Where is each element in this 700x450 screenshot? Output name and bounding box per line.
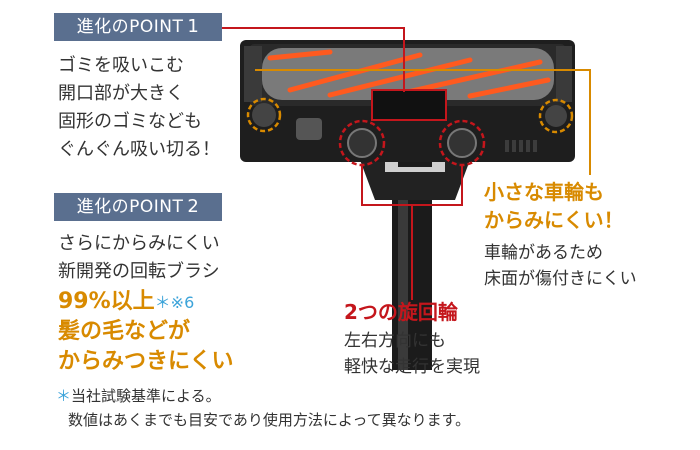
swivel-sub: 軽快な走行を実現: [344, 357, 480, 377]
point1-line: 開口部が大きく: [58, 83, 184, 104]
point2-badge-number: 2: [187, 196, 200, 217]
point1-line: 固形のゴミなども: [58, 111, 202, 132]
point2-line: さらにからみにくい: [58, 233, 220, 254]
small-wheel-right: [545, 105, 567, 127]
small-wheels-title: 小さな車輪も: [484, 180, 604, 204]
point2-badge-label: 進化のPOINT: [76, 197, 184, 217]
footnote: ＊当社試験基準による。 数値はあくまでも目安であり使用方法によって異なります。: [56, 384, 470, 432]
point2-line: 新開発の回転ブラシ: [58, 261, 220, 282]
swivel-sub: 左右方向にも: [344, 331, 446, 351]
suction-opening: [372, 90, 446, 120]
footnote-line2: 数値はあくまでも目安であり使用方法によって異なります。: [68, 411, 471, 429]
swivel-wheel-left: [347, 128, 377, 158]
point2-description: さらにからみにくい 新開発の回転ブラシ: [58, 230, 220, 286]
point1-line: ゴミを吸いこむ: [58, 55, 184, 76]
point1-description: ゴミを吸いこむ 開口部が大きく 固形のゴミなども ぐんぐん吸い切る！: [58, 52, 220, 164]
point1-line: ぐんぐん吸い切る！: [58, 139, 220, 160]
small-wheel-left: [252, 103, 276, 127]
small-wheels-title: からみにくい！: [484, 208, 624, 232]
point2-highlight-line: 髪の毛などが: [58, 319, 191, 344]
point1-badge-label: 進化のPOINT: [76, 17, 184, 37]
point2-highlight-value: 99%以上: [58, 289, 155, 314]
footnote-star: ＊: [56, 387, 72, 405]
swivel-title: 2つの旋回輪: [344, 300, 458, 324]
small-wheels-sub: 車輪があるため: [484, 243, 603, 263]
point2-highlight-percent: 99%以上＊※6: [58, 287, 194, 318]
footnote-line1: 当社試験基準による。: [71, 387, 221, 405]
front-roller: [296, 118, 322, 140]
point1-badge-number: 1: [187, 16, 200, 37]
point2-note-ref: ＊※6: [154, 293, 195, 312]
point2-highlight-line: からみつきにくい: [58, 349, 234, 374]
small-wheels-sub: 床面が傷付きにくい: [484, 269, 637, 289]
swivel-wheel-right: [447, 128, 477, 158]
